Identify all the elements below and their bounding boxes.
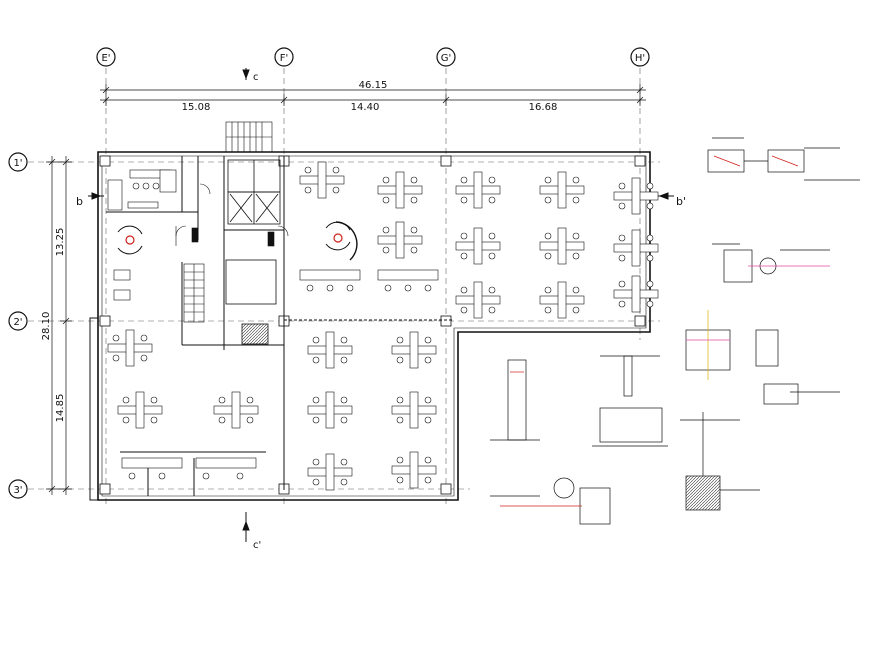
dimension-upper-height: 13.25 [55, 228, 66, 257]
building-outline [89, 151, 651, 501]
workstation-cluster-icon [391, 391, 437, 429]
workstation-cluster-icon [539, 171, 585, 209]
top-dimension-chain [100, 84, 646, 106]
workstation-cluster-icon [391, 331, 437, 369]
column-label-h: H' [635, 53, 645, 64]
workstation-cluster-icon [613, 229, 659, 267]
detail-footing [680, 412, 760, 511]
desk-rows [121, 269, 439, 480]
section-arrow-icon [88, 68, 674, 542]
workstation-cluster-icon [117, 391, 163, 429]
detail-bracket-bottom [490, 477, 611, 525]
grid-bubble-icon: 2' [8, 311, 28, 331]
workstation-cluster-icon [307, 391, 353, 429]
section-label-c-top: c [253, 72, 259, 83]
elevator-core [225, 159, 281, 345]
workstation-cluster-icon [377, 171, 423, 209]
workstation-cluster-icon [391, 451, 437, 489]
grid-bubble-icon: G' [436, 47, 456, 67]
dimension-bay-1: 15.08 [182, 102, 211, 113]
workstation-cluster-icon [613, 177, 659, 215]
dimension-overall-width: 46.15 [359, 80, 388, 91]
grid-bubble-icon: E' [96, 47, 116, 67]
left-dimension-chain [46, 156, 72, 495]
column-bubbles: E' F' G' H' [96, 47, 650, 67]
grid-bubble-icon: H' [630, 47, 650, 67]
lounge-seating [113, 227, 275, 301]
detail-wall-section [490, 359, 540, 441]
workstation-cluster-icon [613, 275, 659, 313]
detail-connection-middle [712, 243, 830, 283]
workstation-cluster-icon [307, 453, 353, 491]
dimension-bay-3: 16.68 [529, 102, 558, 113]
workstation-cluster-icon [539, 227, 585, 265]
reception-desk [117, 221, 358, 261]
workstation-cluster-icon [307, 331, 353, 369]
workstation-clusters [107, 161, 659, 491]
workstation-cluster-icon [213, 391, 259, 429]
detail-beam-section [592, 355, 668, 447]
stair-icon [183, 121, 273, 323]
row-label-1: 1' [13, 158, 22, 169]
section-label-b-left: b [76, 195, 83, 208]
row-label-2: 2' [13, 317, 22, 328]
construction-details [490, 137, 860, 525]
section-label-b-right: b' [676, 195, 686, 208]
column-label-e: E' [101, 53, 110, 64]
workstation-cluster-icon [539, 281, 585, 319]
workstation-cluster-icon [377, 221, 423, 259]
detail-column-section [685, 310, 840, 405]
workstation-cluster-icon [455, 281, 501, 319]
section-label-c-bottom: c' [253, 540, 261, 551]
row-bubbles: 1' 2' 3' [8, 152, 28, 499]
toilet-icon [107, 169, 177, 211]
column-label-g: G' [441, 53, 452, 64]
column-label-f: F' [280, 53, 289, 64]
detail-connection-top [707, 137, 860, 181]
grid-bubble-icon: F' [274, 47, 294, 67]
workstation-cluster-icon [299, 161, 345, 199]
grid-bubble-icon: 3' [8, 479, 28, 499]
workstation-cluster-icon [455, 171, 501, 209]
dimension-bay-2: 14.40 [351, 102, 380, 113]
door-swing-icon [175, 183, 289, 246]
interior-walls [106, 156, 454, 496]
row-label-3: 3' [13, 485, 22, 496]
dimension-overall-height: 28.10 [41, 312, 52, 341]
grid-bubble-icon: 1' [8, 152, 28, 172]
workstation-cluster-icon [455, 227, 501, 265]
workstation-cluster-icon [107, 329, 153, 367]
dimension-lower-height: 14.85 [55, 394, 66, 423]
